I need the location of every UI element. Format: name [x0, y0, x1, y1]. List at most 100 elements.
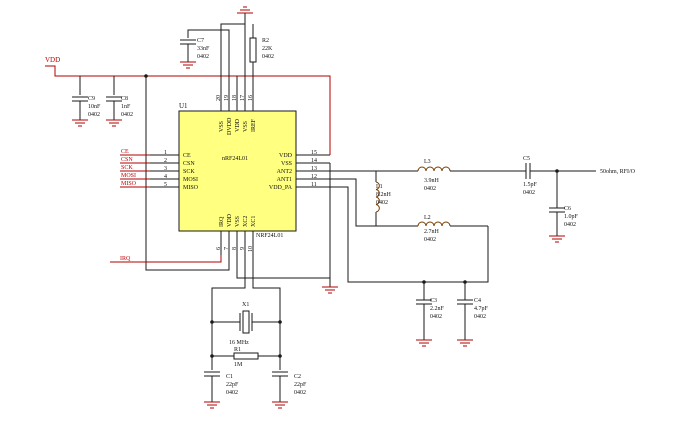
c7-ref: C7 [197, 38, 204, 44]
l2-value: 2.7nH [424, 229, 440, 235]
top-ground-symbol [237, 6, 253, 14]
pin-num-8: 8 [232, 247, 238, 250]
vdd-net-label: VDD [45, 56, 60, 64]
xtal-junction-l2 [210, 354, 214, 358]
c5-value: 1.5pF [523, 182, 538, 188]
pin-label-vdd-b: VDD [227, 213, 233, 227]
c4-value: 4.7pF [474, 306, 489, 312]
c6-pkg: 0402 [564, 222, 576, 228]
c4-junction [463, 280, 467, 284]
c2-ref: C2 [294, 374, 301, 380]
bottom-vss-wire [236, 255, 330, 279]
right-ground-symbol [322, 286, 338, 294]
pin-num-4: 4 [164, 174, 167, 180]
pin-num-3: 3 [164, 166, 167, 172]
c7-value: 33nF [197, 46, 210, 52]
ic-name: nRF24L01 [222, 156, 248, 162]
ic-body [178, 110, 297, 232]
r2-pkg: 0402 [262, 54, 274, 60]
pin-label-vss-r: VSS [281, 161, 292, 167]
pin-num-7: 7 [224, 247, 230, 250]
pin-label-mosi: MOSI [183, 177, 198, 183]
xtal-junction-r2 [278, 354, 282, 358]
c5-pkg: 0402 [523, 190, 535, 196]
net-irq: IRQ [120, 256, 131, 262]
l1-pkg: 0402 [376, 200, 388, 206]
ic-left-pins: 1 2 3 4 5 CE CSN SCK MOSI MISO [150, 150, 199, 191]
inductor-l2: L2 2.7nH 0402 [417, 215, 488, 243]
pin-num-1: 1 [164, 150, 167, 156]
ant1-wire [330, 178, 418, 227]
c8-pkg: 0402 [121, 112, 133, 118]
pin-num-19: 19 [224, 95, 230, 101]
inductor-l3: L3 3.9nH 0402 [417, 159, 526, 192]
c9-pkg: 0402 [88, 112, 100, 118]
pin-label-iref: IREF [251, 118, 257, 132]
pin-label-xc2: XC2 [243, 216, 249, 227]
pin-label-vdd-pa: VDD_PA [269, 185, 293, 191]
capacitor-c5: C5 1.5pF 0402 [523, 156, 596, 196]
c3-ref: C3 [430, 298, 437, 304]
resistor-r2: R2 22K 0402 [249, 24, 274, 63]
l3-pkg: 0402 [424, 186, 436, 192]
l3-ref: L3 [424, 159, 431, 165]
c1-pkg: 0402 [226, 390, 238, 396]
top-ground-wire [220, 23, 246, 84]
ic-bottom-pins: 6 7 8 9 10 IRQ VDD VSS XC2 XC1 [216, 213, 257, 255]
inductor-l1: L1 8.2nH 0402 [375, 181, 392, 213]
r1-value: 1M [234, 362, 243, 368]
pin-label-irq: IRQ [219, 216, 225, 227]
ic-right-pins: 15 14 13 12 11 VDD VSS ANT2 ANT1 VDD_PA [269, 150, 330, 191]
pin-label-vdd-t: VDD [235, 118, 241, 132]
l3-value: 3.9nH [424, 178, 440, 184]
x1-ref: X1 [242, 302, 249, 308]
pin-num-10: 10 [248, 246, 254, 252]
pin-label-ant2: ANT2 [277, 169, 292, 175]
ic-part: NRF24L01 [256, 233, 283, 239]
capacitor-c6: C6 1.0pF 0402 [549, 171, 579, 243]
pin-num-16: 16 [248, 95, 254, 101]
capacitor-c2: C2 22pF 0402 [272, 371, 307, 409]
pin-label-dvdd: DVDD [227, 117, 233, 135]
net-csn: CSN [121, 157, 133, 163]
ic-ref: U1 [179, 102, 188, 110]
spi-signals: CE CSN SCK MOSI MISO [120, 149, 150, 188]
pin-num-5: 5 [164, 182, 167, 188]
pin-num-11: 11 [311, 182, 317, 188]
net-mosi: MOSI [121, 173, 136, 179]
pin-label-vss-b: VSS [235, 216, 241, 227]
pin-label-sck: SCK [183, 169, 195, 175]
ic-top-pins: 20 19 18 17 16 VSS DVDD VDD VSS IREF [216, 84, 257, 135]
c6-value: 1.0pF [564, 214, 579, 220]
l1-value: 8.2nH [376, 192, 392, 198]
pin-label-miso: MISO [183, 185, 199, 191]
capacitor-c1: C1 22pF 0402 [204, 371, 239, 409]
c4-ref: C4 [474, 298, 481, 304]
xc1-wire [252, 255, 281, 370]
l2-ref: L2 [424, 215, 431, 221]
vdd-to-bottom [145, 76, 230, 271]
l2-pkg: 0402 [424, 237, 436, 243]
irq-wire [110, 255, 222, 263]
pin-num-12: 12 [311, 174, 317, 180]
xtal-junction-r1 [278, 320, 282, 324]
pin-label-ce: CE [183, 153, 191, 159]
crystal-x1: X1 16 MHz [212, 302, 280, 346]
x1-value: 16 MHz [229, 340, 249, 346]
c7-wire [187, 29, 230, 84]
c8-ref: C8 [121, 96, 128, 102]
vdd-rail [45, 65, 331, 155]
c1-value: 22pF [226, 382, 239, 388]
c2-value: 22pF [294, 382, 307, 388]
vdd-pa-wire [330, 186, 489, 283]
c3-pkg: 0402 [430, 314, 442, 320]
c1-ref: C1 [226, 374, 233, 380]
pin-label-vss-t1: VSS [219, 121, 225, 132]
c3-junction [422, 280, 426, 284]
c3-value: 2.2nF [430, 306, 445, 312]
capacitor-c7: C7 33nF 0402 [180, 38, 210, 69]
pin-num-6: 6 [216, 247, 222, 250]
c9-ref: C9 [88, 96, 95, 102]
c7-pkg: 0402 [197, 54, 209, 60]
